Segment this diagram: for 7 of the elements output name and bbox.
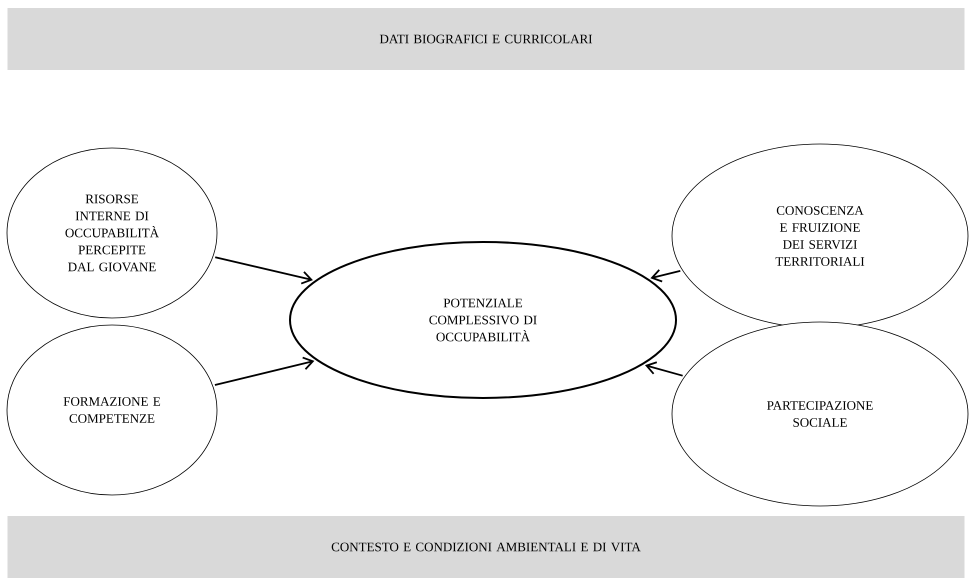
node-label: PARTECIPAZIONE SOCIALE	[767, 401, 873, 427]
footer-band: CONTESTO E CONDIZIONI AMBIENTALI E DI VITA	[8, 516, 964, 578]
arrow	[214, 356, 314, 386]
header-band: DATI BIOGRAFICI E CURRICOLARI	[8, 8, 964, 70]
arrow	[644, 361, 683, 377]
arrow	[650, 269, 681, 282]
arrow	[214, 256, 313, 284]
